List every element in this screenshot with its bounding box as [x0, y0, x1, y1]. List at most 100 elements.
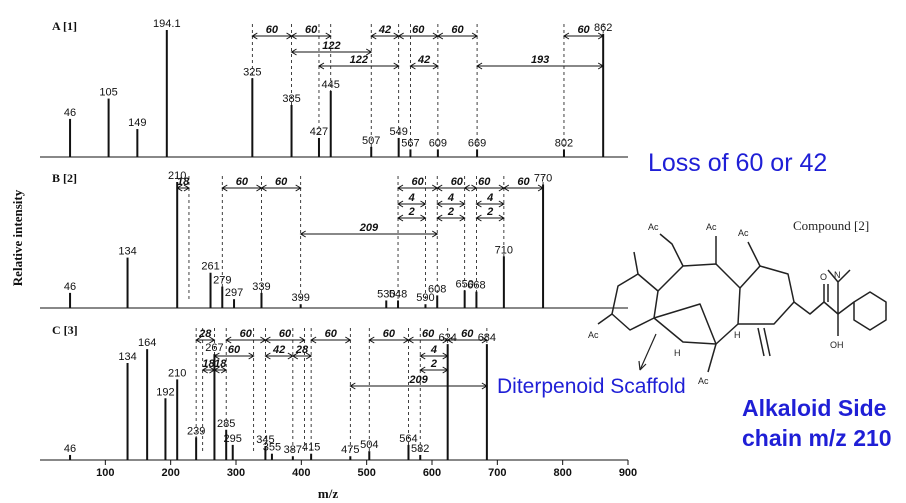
loss-arrowhead: [597, 32, 605, 40]
x-axis-label: m/z: [318, 486, 338, 501]
ac-label: Ac: [588, 330, 599, 340]
mass-spectra-chart: Relative intensity m/z A [1]46105149194.…: [10, 18, 637, 501]
loss-label: 18: [202, 358, 215, 370]
loss-arrowhead: [432, 62, 439, 70]
peak-label: 295: [224, 433, 242, 445]
compound-label: Compound [2]: [793, 218, 870, 233]
peak-label: 164: [138, 337, 156, 349]
loss-arrowhead: [248, 352, 255, 360]
methyl-bond: [633, 251, 639, 275]
peak-label: 149: [128, 117, 146, 129]
loss-arrowhead: [209, 336, 216, 344]
peak-label: 192: [156, 386, 174, 398]
peak-label: 279: [213, 275, 231, 287]
loss-label: 60: [451, 24, 464, 36]
ac-label: Ac: [738, 228, 749, 238]
loss-label: 2: [486, 206, 493, 218]
loss-label: 60: [275, 176, 288, 188]
loss-arrowhead: [397, 184, 404, 192]
peak-label: 548: [389, 288, 407, 300]
x-tick-label: 200: [161, 467, 179, 479]
loss-label: 122: [350, 54, 368, 66]
peak-label: 504: [360, 439, 378, 451]
peak-label: 684: [478, 332, 496, 344]
peak-label: 239: [187, 425, 205, 437]
loss-arrowhead: [393, 62, 400, 70]
o-label: O: [820, 272, 827, 282]
peak-label: 46: [64, 281, 76, 293]
panel-label: A [1]: [52, 19, 77, 33]
h-label: H: [734, 330, 741, 340]
peak-label: 567: [401, 137, 419, 149]
loss-arrowhead: [318, 62, 325, 70]
x-tick-label: 600: [423, 467, 441, 479]
loss-label: 2: [430, 358, 437, 370]
ac-label: Ac: [648, 222, 659, 232]
peak-label: 608: [428, 283, 446, 295]
loss-arrowhead: [476, 62, 483, 70]
peak-label: 339: [252, 281, 270, 293]
ring-b: [653, 263, 741, 345]
ring-a: [611, 273, 659, 331]
sidechain-annotation: Alkaloid Side chain m/z 210: [742, 395, 892, 451]
peak-label: 609: [429, 137, 447, 149]
peak-label: 105: [99, 87, 117, 99]
ester-bond: [793, 301, 855, 315]
peak-label: 297: [225, 287, 243, 299]
loss-arrowhead: [397, 214, 404, 222]
scaffold-annotation: Diterpenoid Scaffold: [497, 375, 686, 398]
loss-arrowhead: [365, 48, 373, 56]
phenyl-ring: [853, 291, 887, 331]
peak-label: 385: [282, 93, 300, 105]
loss-arrowhead: [251, 32, 258, 40]
panel-label: C [3]: [52, 323, 78, 337]
peak-label: 325: [243, 66, 261, 78]
carbonyl-bond: [823, 284, 829, 302]
loss-label: 122: [322, 40, 340, 52]
loss-label: 60: [228, 344, 241, 356]
loss-arrowhead: [325, 32, 332, 40]
loss-arrowhead: [225, 336, 232, 344]
loss-arrowhead: [305, 352, 313, 360]
loss-arrowhead: [213, 366, 220, 374]
loss-arrowhead: [213, 352, 220, 360]
loss-label: 42: [417, 54, 430, 66]
loss-label: 60: [461, 328, 474, 340]
loss-arrowhead: [349, 382, 356, 390]
oac-bond-4: [597, 313, 613, 325]
loss-label: 2: [408, 206, 415, 218]
peak-label: 427: [310, 126, 328, 138]
loss-label: 4: [486, 192, 493, 204]
peak-label: 802: [555, 137, 573, 149]
peak-label: 624: [439, 332, 457, 344]
peak-label: 355: [263, 442, 281, 454]
peak-label: 710: [495, 244, 513, 256]
loss-arrowhead: [419, 366, 426, 374]
loss-label: 60: [412, 176, 425, 188]
loss-arrowhead: [291, 352, 299, 360]
peak-label: 770: [534, 173, 552, 185]
scaffold-arrow: [639, 333, 657, 371]
loss-label: 42: [378, 24, 391, 36]
ac-label: Ac: [706, 222, 717, 232]
compound-structure-drawing: Ac Ac Ac Ac Ac H H O N OH: [588, 222, 887, 386]
peak-label: 210: [168, 367, 186, 379]
peak-label: 862: [594, 22, 612, 34]
loss-arrowhead: [264, 352, 271, 360]
x-tick-label: 100: [96, 467, 114, 479]
loss-arrowhead: [295, 184, 302, 192]
loss-arrowhead: [195, 336, 202, 344]
loss-arrowhead: [475, 214, 482, 222]
loss-arrowhead: [436, 32, 444, 40]
loss-arrowhead: [310, 336, 317, 344]
x-tick-label: 800: [553, 467, 571, 479]
oac-bond-1: [659, 233, 684, 267]
loss-annotation: Loss of 60 or 42: [648, 149, 828, 177]
loss-label: 28: [295, 344, 309, 356]
loss-arrowhead: [498, 200, 505, 208]
peak-label: 415: [302, 442, 320, 454]
